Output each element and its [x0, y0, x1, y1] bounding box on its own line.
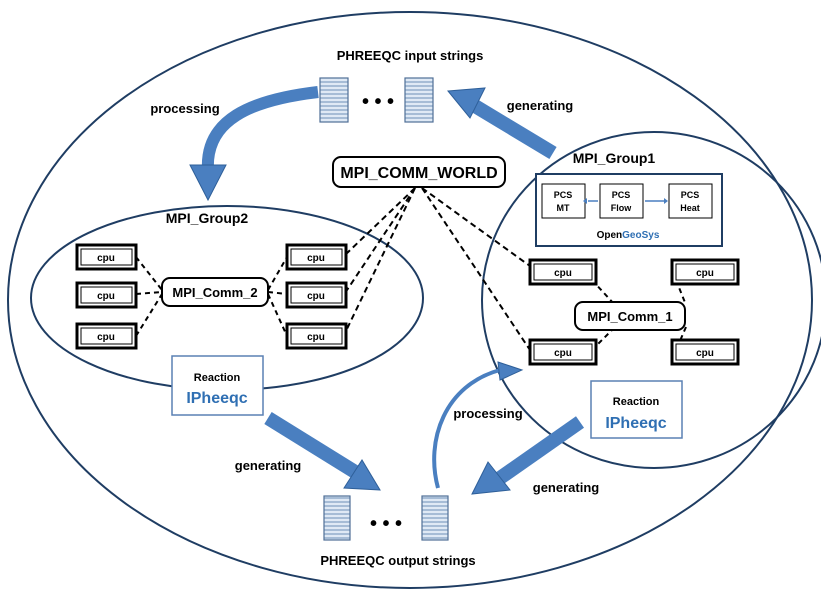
pcs-flow-line2: Flow — [611, 203, 632, 213]
cpu-box — [670, 338, 740, 366]
cpu-label: cpu — [696, 348, 714, 359]
reaction-right-title: Reaction — [613, 396, 660, 408]
pcs-mt-line2: MT — [557, 203, 570, 213]
reaction-right-brand: IPheeqc — [605, 415, 666, 432]
reaction-left-box — [171, 355, 264, 416]
processing-top-label: processing — [150, 101, 219, 116]
input-dots: • • • — [362, 91, 394, 113]
cpu-label: cpu — [97, 332, 115, 343]
mpi-comm-2-box — [161, 277, 269, 307]
reaction-left-brand: IPheeqc — [186, 390, 247, 407]
mpi-comm-1-box — [574, 301, 686, 331]
cpu-box — [75, 281, 138, 309]
input-documents — [319, 77, 434, 123]
opengeosys-brand: OpenGeoSys — [597, 230, 660, 241]
pcs-flow-line1: PCS — [612, 190, 631, 200]
pcs-heat-line1: PCS — [681, 190, 700, 200]
cpu-box — [75, 322, 138, 350]
processing-arrowhead-top — [189, 164, 227, 202]
mpi-comm-world-label: MPI_COMM_WORLD — [340, 165, 497, 182]
cpu-label: cpu — [97, 291, 115, 302]
generating-arrowhead-top — [447, 87, 486, 119]
mpi-group2-label: MPI_Group2 — [166, 210, 249, 226]
opengeosys-panel — [535, 173, 723, 247]
generating-top-label: generating — [507, 98, 574, 113]
pcs-mt-line1: PCS — [554, 190, 573, 200]
cpu-label: cpu — [97, 253, 115, 264]
cpu-label: cpu — [307, 291, 325, 302]
cpu-label: cpu — [696, 268, 714, 279]
processing-bottom-label: processing — [453, 406, 522, 421]
generating-right-label: generating — [533, 480, 600, 495]
processing-arrowhead-bottom — [497, 361, 524, 381]
group2-cpus — [75, 243, 348, 350]
cpu-box — [528, 338, 598, 366]
processing-arrow-top — [201, 86, 319, 171]
generating-arrowhead-left — [343, 459, 381, 491]
cpu-box — [285, 243, 348, 271]
generating-arrowhead-right — [471, 461, 511, 495]
mpi-group1-label: MPI_Group1 — [573, 150, 656, 166]
cpu-label: cpu — [554, 268, 572, 279]
generating-arrow-right — [495, 416, 585, 484]
pcs-heat-line2: Heat — [680, 203, 700, 213]
generating-left-label: generating — [235, 458, 302, 473]
reaction-right-box — [590, 380, 683, 439]
mpi-comm-2-label: MPI_Comm_2 — [172, 285, 257, 300]
input-strings-label: PHREEQC input strings — [337, 48, 484, 63]
cpu-box — [285, 322, 348, 350]
output-documents — [323, 495, 449, 541]
cpu-label: cpu — [307, 253, 325, 264]
processing-arrow-bottom — [432, 368, 501, 489]
group1-ellipse — [481, 131, 821, 469]
generating-arrow-top — [466, 97, 557, 159]
mpi-comm-world-box — [332, 156, 506, 188]
mpi-comm-1-label: MPI_Comm_1 — [587, 309, 672, 324]
reaction-left-title: Reaction — [194, 372, 241, 384]
outer-world-ellipse — [7, 11, 813, 589]
generating-arrow-left — [264, 412, 364, 481]
output-dots: • • • — [370, 513, 402, 535]
cpu-box — [670, 258, 740, 286]
cpu-box — [75, 243, 138, 271]
cpu-box — [528, 258, 598, 286]
cpu-label: cpu — [554, 348, 572, 359]
cpu-label: cpu — [307, 332, 325, 343]
group1-cpus — [528, 258, 740, 366]
cpu-box — [285, 281, 348, 309]
world-connections — [344, 187, 531, 351]
output-strings-label: PHREEQC output strings — [320, 553, 475, 568]
group2-connections — [135, 256, 288, 337]
